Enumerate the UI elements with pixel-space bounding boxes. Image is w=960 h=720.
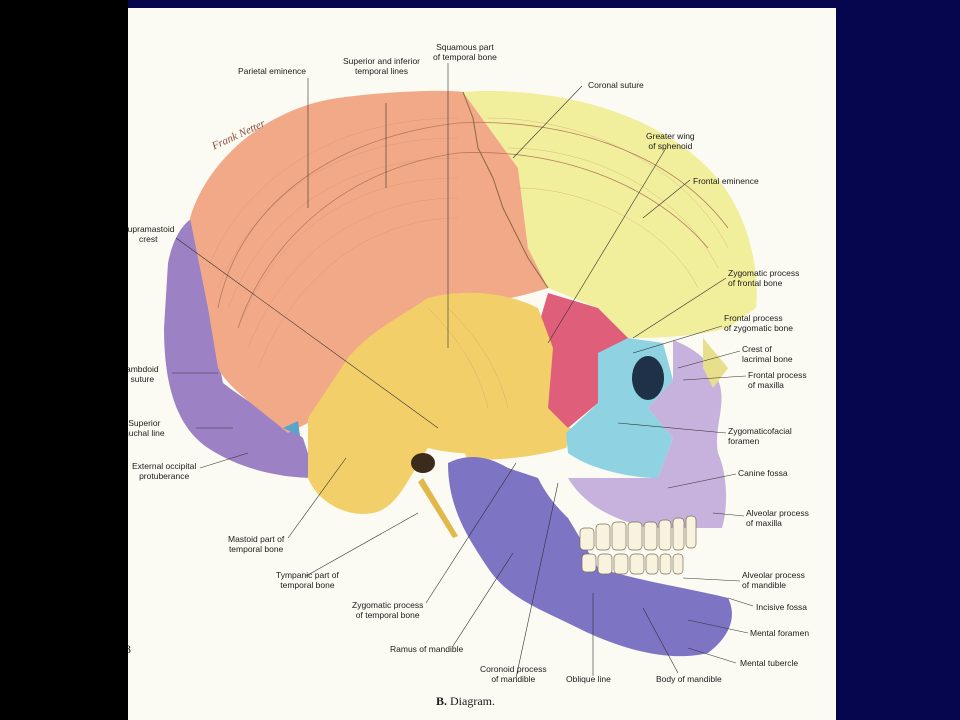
label-coronal-suture: Coronal suture [588, 80, 644, 90]
page-mark: 3 [128, 642, 131, 656]
label-mastoid-part: Mastoid part of temporal bone [228, 534, 285, 554]
parietal-bone [190, 90, 548, 433]
label-alveolar-maxilla: Alveolar process of maxilla [746, 508, 809, 528]
label-zygomatic-process-temporal: Zygomatic process of temporal bone [352, 600, 424, 620]
skull-illustration [164, 63, 757, 679]
leader-lines [172, 63, 754, 679]
styloid-process [418, 478, 458, 538]
label-frontal-process-zygomatic: Frontal process of zygomatic bone [724, 313, 793, 333]
frontal-bone [463, 91, 757, 339]
left-black-bar [0, 0, 128, 720]
label-crest-lacrimal: Crest of lacrimal bone [742, 344, 793, 364]
occipital-bone [164, 218, 316, 478]
teeth [579, 515, 697, 575]
maxilla [568, 340, 727, 528]
label-coronoid-process: Coronoid process of mandible [480, 664, 547, 684]
label-frontal-process-maxilla: Frontal process of maxilla [748, 370, 807, 390]
orbit [632, 356, 664, 400]
label-zygomaticofacial-foramen: Zygomaticofacial foramen [728, 426, 792, 446]
sphenoid-greater-wing [523, 293, 628, 428]
label-tympanic-part: Tympanic part of temporal bone [276, 570, 339, 590]
label-ramus-mandible: Ramus of mandible [390, 644, 464, 654]
caption-text: Diagram. [447, 694, 495, 708]
coronal-suture-line [462, 91, 549, 289]
label-temporal-lines: Superior and inferior temporal lines [343, 56, 421, 76]
label-frontal-eminence: Frontal eminence [693, 176, 759, 186]
label-parietal-eminence: Parietal eminence [238, 66, 307, 76]
label-mental-tubercle: Mental tubercle [740, 658, 799, 668]
label-body-mandible: Body of mandible [656, 674, 722, 684]
label-oblique-line: Oblique line [566, 674, 611, 684]
label-supramastoid-crest: Supramastoid crest [128, 224, 175, 244]
label-superior-nuchal-line: Superior nuchal line [128, 418, 165, 438]
label-lambdoid-suture: ambdoid suture [128, 364, 159, 384]
label-squamous-temporal: Squamous part of temporal bone [433, 42, 497, 62]
figure-caption: B. Diagram. [436, 694, 495, 709]
anatomy-plate: Frank Netter Parietal eminence Superior … [128, 8, 836, 720]
hatching [207, 117, 729, 409]
mastoid-foramen [283, 421, 300, 436]
label-canine-fossa: Canine fossa [738, 468, 788, 478]
label-mental-foramen: Mental foramen [750, 628, 810, 638]
nasal-bone [703, 338, 728, 388]
label-greater-wing: Greater wing of sphenoid [646, 131, 695, 151]
label-alveolar-mandible: Alveolar process of mandible [742, 570, 805, 590]
label-zygomatic-process-frontal: Zygomatic process of frontal bone [728, 268, 800, 288]
temporal-bone [308, 292, 568, 514]
temporal-lines [217, 122, 729, 309]
label-external-occipital-protuberance: External occipital protuberance [132, 461, 197, 481]
caption-letter: B. [436, 694, 448, 708]
external-acoustic-meatus [411, 453, 435, 473]
label-incisive-fossa: Incisive fossa [756, 602, 808, 612]
zygomatic-arch-temporal [458, 427, 573, 460]
